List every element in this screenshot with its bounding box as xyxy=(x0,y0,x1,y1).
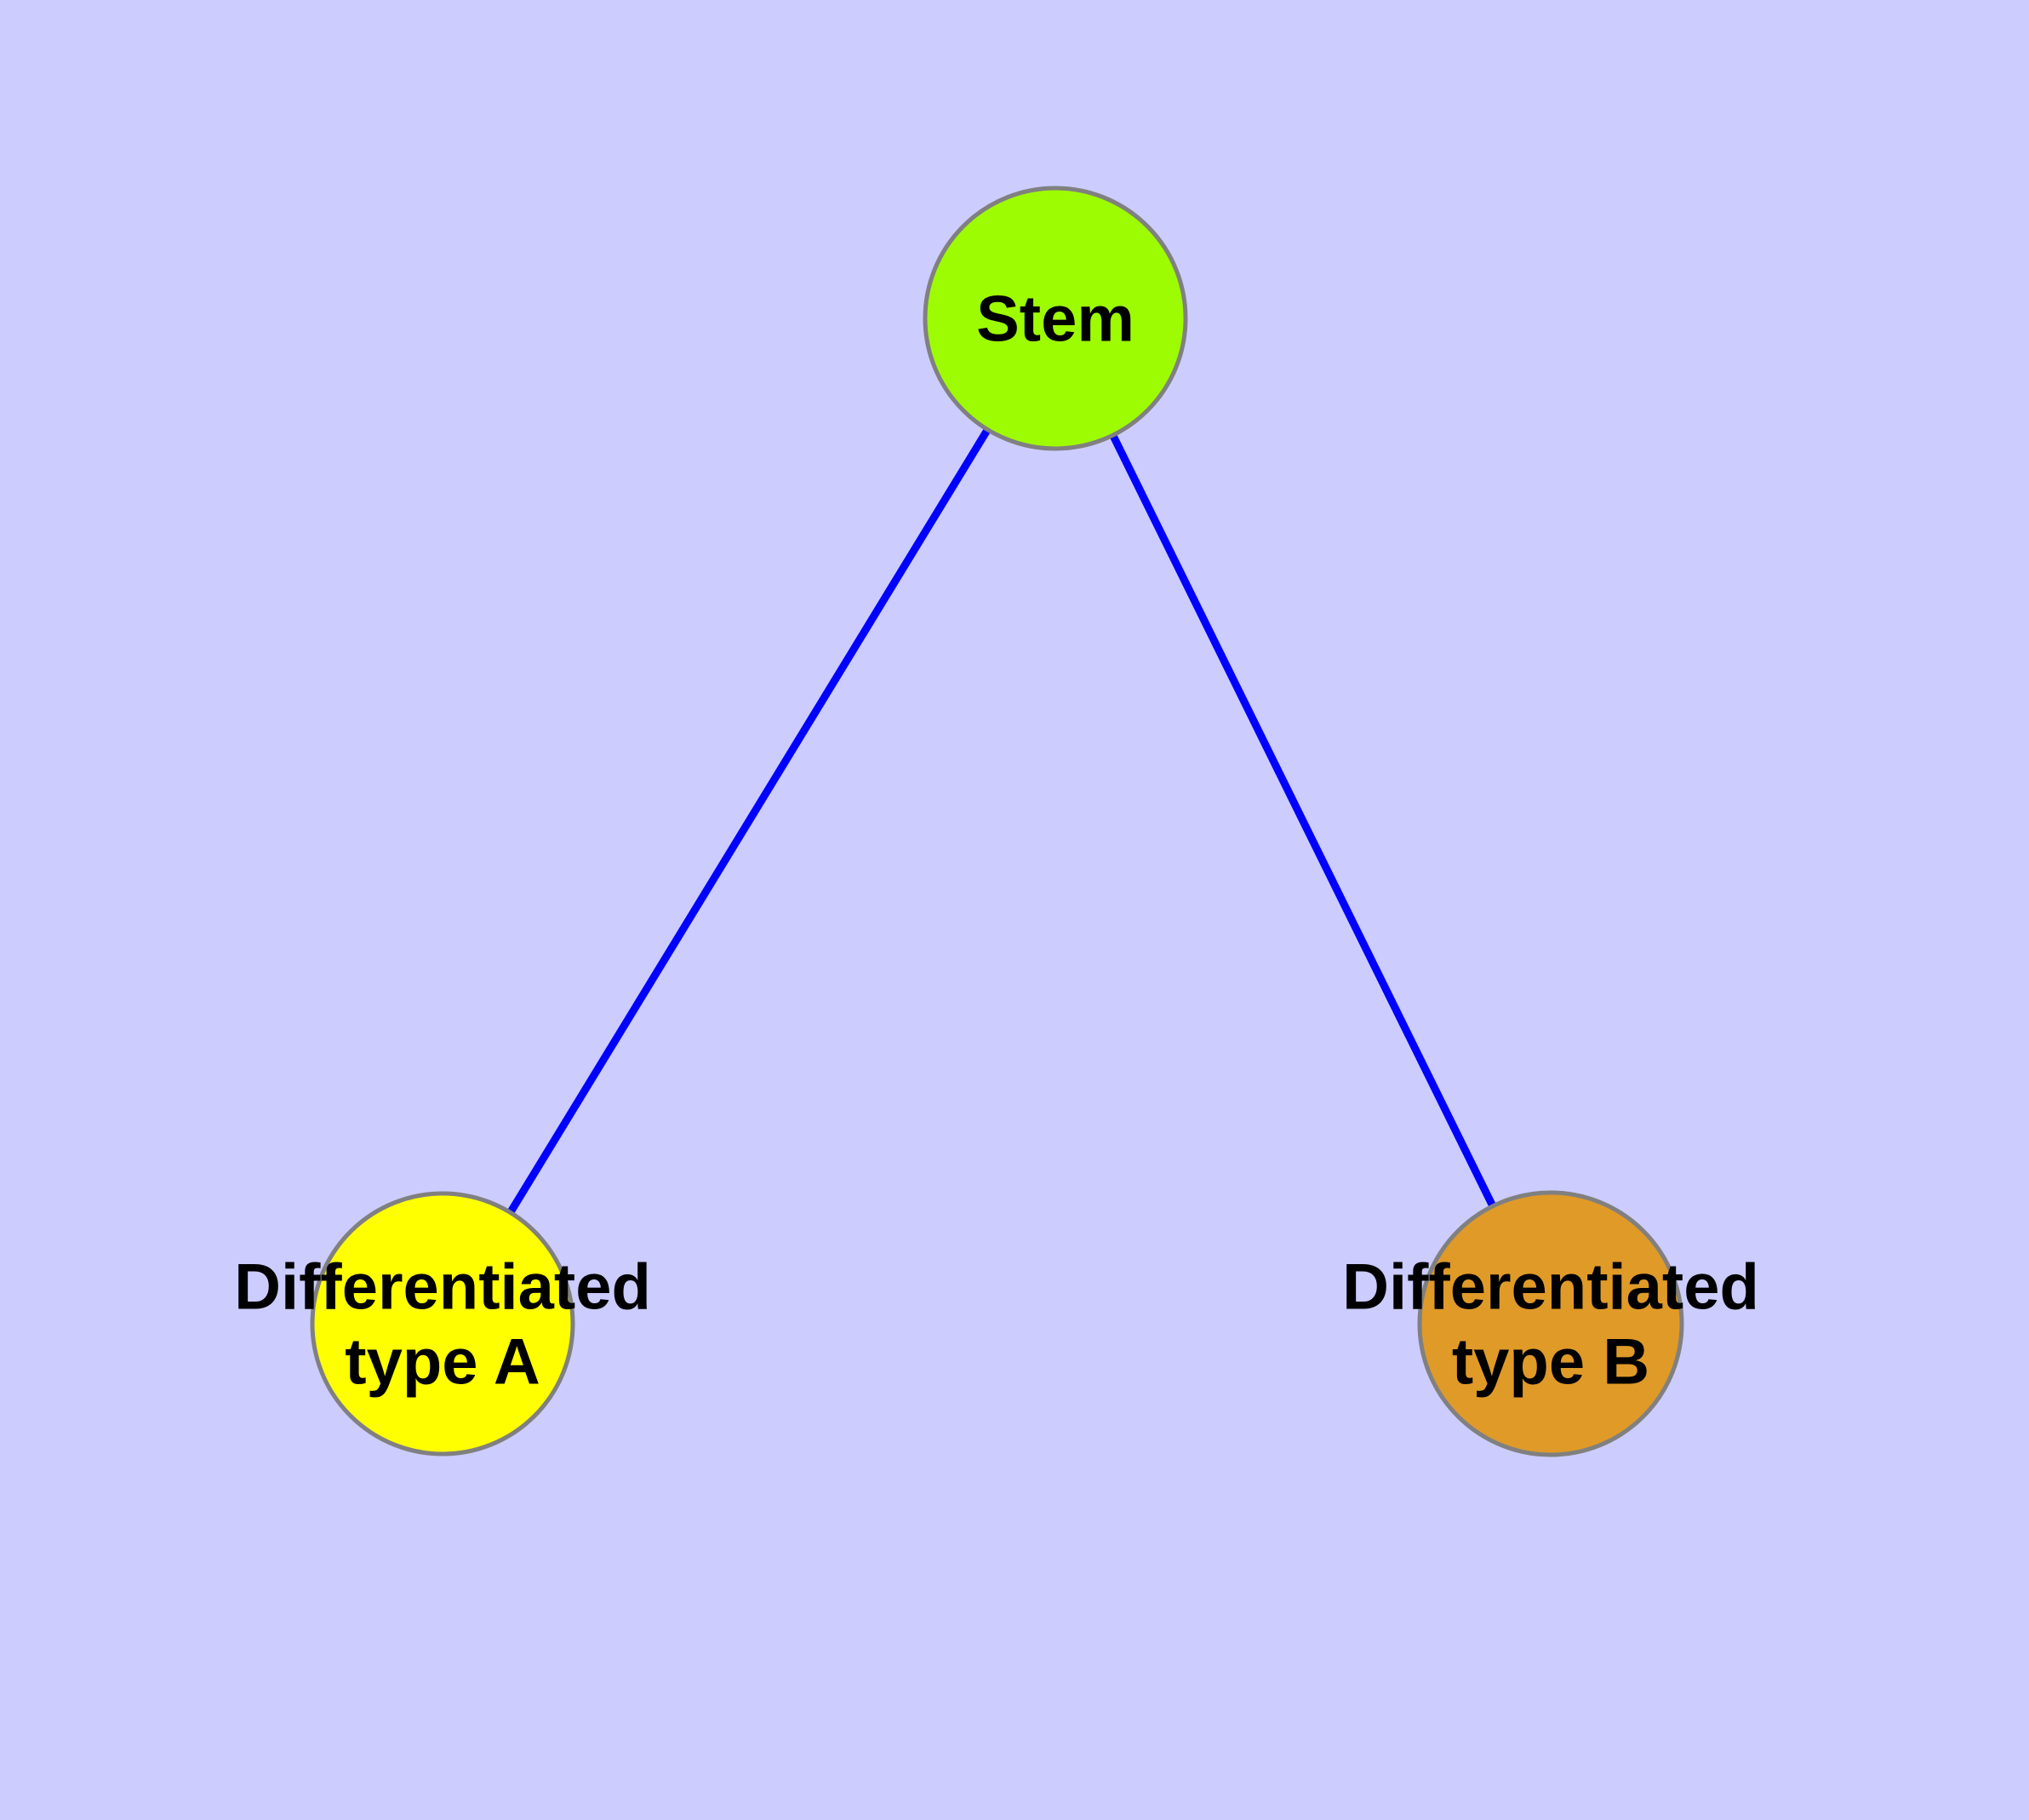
edge-stem-to-diff_b[interactable] xyxy=(1107,430,1498,1211)
nodes-group xyxy=(310,186,1684,1457)
node-label-line: type A xyxy=(345,1326,540,1399)
node-stem[interactable] xyxy=(923,186,1188,451)
node-label-line: Differentiated xyxy=(1342,1251,1759,1324)
edge-stem-to-diff_a[interactable] xyxy=(505,424,993,1218)
edges-group xyxy=(505,424,1498,1218)
node-label-line: type B xyxy=(1452,1326,1649,1399)
node-diff_a[interactable] xyxy=(310,1191,575,1457)
node-diff_b[interactable] xyxy=(1417,1190,1684,1457)
node-label-stem: Stem xyxy=(976,283,1135,356)
node-label-line: Stem xyxy=(976,283,1135,356)
node-label-line: Differentiated xyxy=(234,1251,651,1324)
